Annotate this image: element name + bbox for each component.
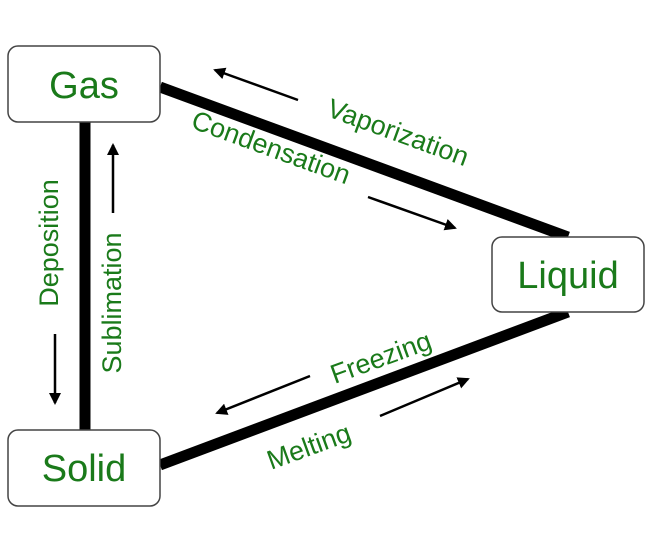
solid-box: [7, 429, 161, 507]
gas-liquid-edge: [158, 81, 570, 243]
freezing-arrow: [215, 374, 311, 415]
liquid-label: Liquid: [517, 255, 618, 297]
solid-node: Solid: [7, 429, 161, 507]
sublimation-label: Sublimation: [97, 232, 127, 373]
vaporization-arrow: [213, 67, 299, 102]
melting-arrow: [379, 377, 470, 418]
gas-label: Gas: [49, 65, 119, 107]
liquid-node: Liquid: [491, 236, 645, 313]
gas-box: [7, 45, 161, 123]
liquid-box: [491, 236, 645, 313]
gas-node: Gas: [7, 45, 161, 123]
deposition-label: Deposition: [34, 179, 64, 307]
solid-liquid-edge: [158, 306, 570, 471]
condensation-arrow: [367, 195, 457, 231]
solid-label: Solid: [42, 448, 127, 490]
